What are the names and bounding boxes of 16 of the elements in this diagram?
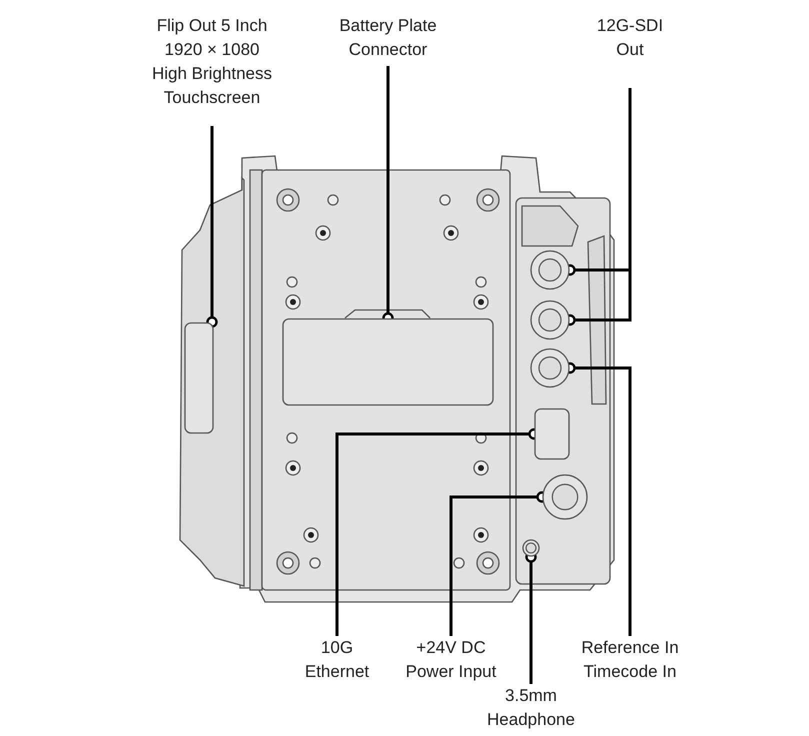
callout-label: Reference In Timecode In bbox=[568, 636, 692, 684]
battery-plate bbox=[282, 318, 494, 406]
screen-recess bbox=[184, 322, 214, 434]
leader-line bbox=[206, 126, 218, 328]
bnc-connector bbox=[530, 348, 570, 388]
callout-label: 12G-SDI Out bbox=[590, 14, 670, 62]
headphone-jack bbox=[522, 539, 540, 557]
callout-label: Battery Plate Connector bbox=[326, 14, 450, 62]
ethernet-port bbox=[534, 408, 570, 460]
bnc-connector bbox=[530, 300, 570, 340]
power-connector bbox=[542, 474, 588, 520]
callout-label: +24V DC Power Input bbox=[394, 636, 508, 684]
callout-label: Flip Out 5 Inch 1920 × 1080 High Brightness Touchscreen bbox=[149, 14, 275, 110]
callout-label: 10G Ethernet bbox=[292, 636, 382, 684]
bnc-connector bbox=[530, 250, 570, 290]
callout-label: 3.5mm Headphone bbox=[476, 684, 586, 732]
